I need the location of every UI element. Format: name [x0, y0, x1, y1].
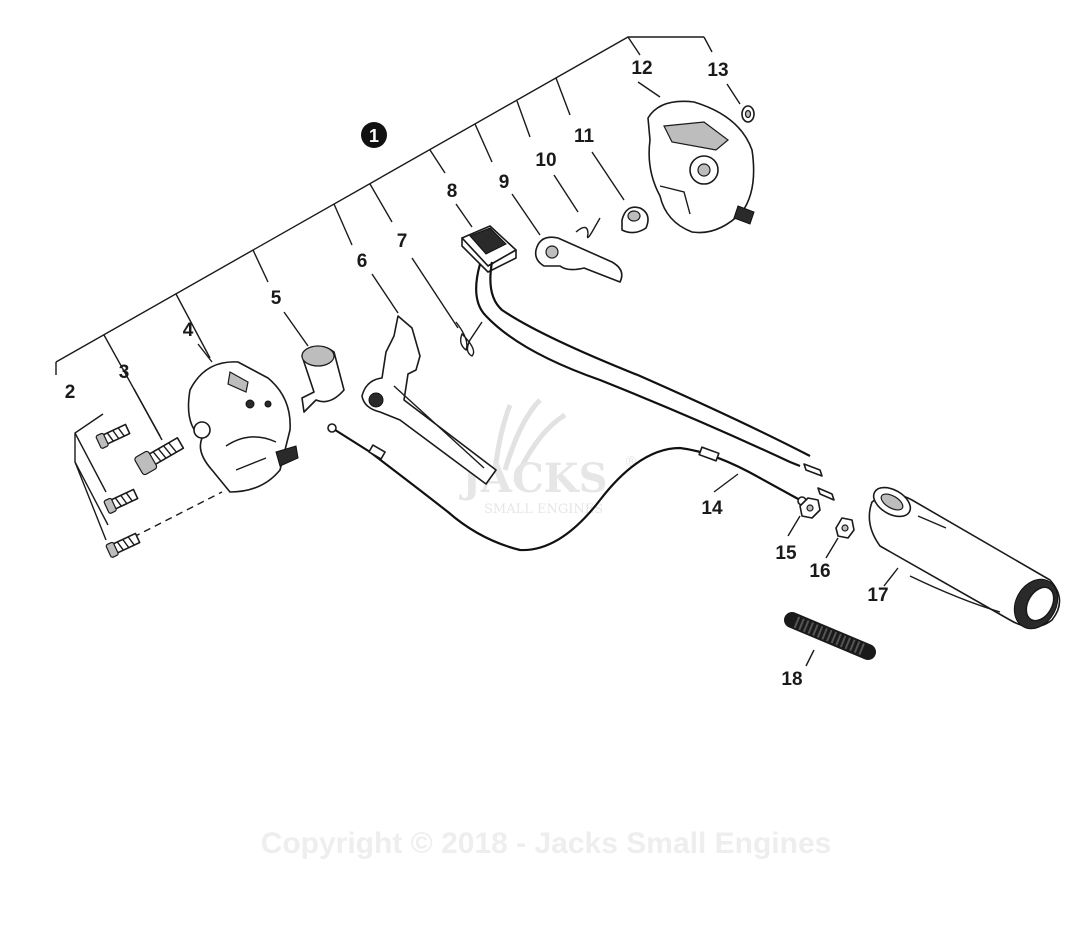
nut-part-16 — [835, 517, 855, 539]
pin-part-11 — [621, 206, 649, 234]
cables — [327, 261, 835, 552]
spring-part-7 — [455, 321, 483, 357]
part-label-15: 15 — [775, 543, 797, 564]
part-label-12: 12 — [631, 58, 652, 79]
switch-part-8 — [461, 225, 517, 273]
part-label-4: 4 — [183, 320, 194, 341]
assembly-marker-text: 1 — [369, 126, 379, 146]
part-label-16: 16 — [809, 561, 830, 582]
part-label-11: 11 — [574, 126, 595, 147]
part-label-6: 6 — [357, 251, 368, 272]
part-label-7: 7 — [397, 231, 408, 252]
watermark: JACKS ® SMALL ENGINES — [459, 398, 638, 517]
part-label-10: 10 — [535, 150, 556, 171]
part-label-8: 8 — [447, 181, 458, 202]
assembly-marker-1: 1 — [361, 122, 387, 148]
part-label-18: 18 — [781, 669, 802, 690]
part-label-14: 14 — [701, 498, 723, 519]
part-label-17: 17 — [867, 585, 888, 606]
nut-part-15 — [799, 497, 821, 519]
bushing-part-5 — [301, 345, 345, 413]
part-label-13: 13 — [707, 60, 728, 81]
spring-part-10 — [575, 217, 601, 239]
housing-half-part-4 — [187, 361, 299, 493]
nut-part-13 — [741, 105, 755, 123]
part-label-3: 3 — [119, 362, 130, 383]
screw-part-2 — [95, 423, 141, 558]
spring-part-18 — [784, 612, 876, 660]
part-label-5: 5 — [271, 288, 282, 309]
part-labels: 2 3 4 5 6 7 8 9 10 11 12 13 14 15 16 17 … — [65, 58, 889, 690]
handle-frame-part-6 — [361, 315, 497, 485]
part-label-2: 2 — [65, 382, 76, 403]
copyright-text: Copyright © 2018 - Jacks Small Engines — [261, 827, 832, 860]
assembly-bracket — [55, 36, 713, 437]
part-label-9: 9 — [499, 172, 510, 193]
leader-lines — [74, 81, 899, 667]
bolt-part-3 — [134, 437, 185, 476]
housing-half-part-12 — [647, 100, 755, 234]
watermark-subtitle: SMALL ENGINES — [484, 502, 603, 517]
grip-part-17 — [868, 486, 1061, 630]
trigger-part-9 — [534, 236, 623, 283]
